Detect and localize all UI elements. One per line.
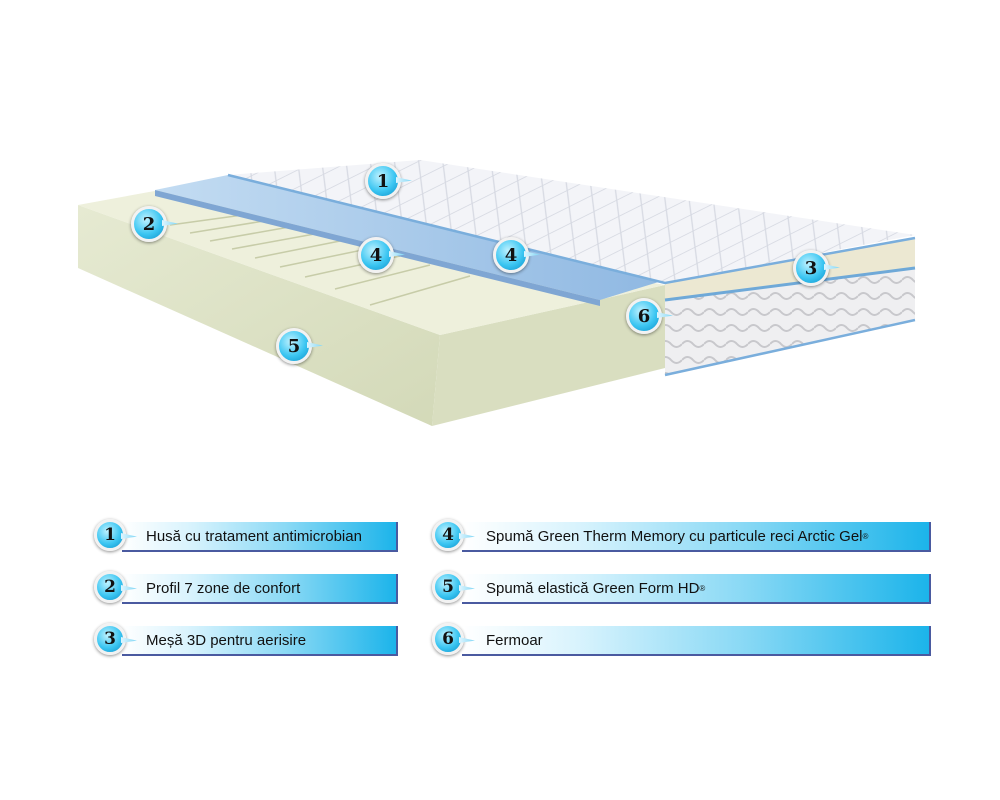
legend-badge-3: 3 [94, 623, 126, 655]
zipper [664, 266, 916, 302]
legend-item-5: Spumă elastică Green Form HD® [462, 574, 931, 604]
legend-badge-2: 2 [94, 571, 126, 603]
registered-mark: ® [862, 531, 869, 541]
gel-layer [155, 175, 665, 300]
marker-5: 5 [276, 328, 312, 364]
legend-badge-5: 5 [432, 571, 464, 603]
legend-badge-6: 6 [432, 623, 464, 655]
legend-label: Spumă Green Therm Memory cu particule re… [486, 527, 863, 545]
foam-side-face [432, 285, 665, 426]
cover-top-quilted [228, 160, 915, 283]
legend-item-4: Spumă Green Therm Memory cu particule re… [462, 522, 931, 552]
marker-4b: 4 [493, 237, 529, 273]
marker-4: 4 [358, 237, 394, 273]
marker-1: 1 [365, 163, 401, 199]
legend-item-1: Husă cu tratament antimicrobian [122, 522, 398, 552]
cover-piping [227, 173, 916, 285]
legend-item-2: Profil 7 zone de confort [122, 574, 398, 604]
legend-label: Meșă 3D pentru aerisire [146, 631, 307, 649]
marker-3: 3 [793, 250, 829, 286]
legend-label: Profil 7 zone de confort [146, 579, 301, 597]
legend-badge-4: 4 [432, 519, 464, 551]
legend-label: Husă cu tratament antimicrobian [146, 527, 362, 545]
legend-label: Spumă elastică Green Form HD [486, 579, 700, 597]
marker-6: 6 [626, 298, 662, 334]
cover-mesh-band [665, 238, 915, 300]
legend-item-6: Fermoar [462, 626, 931, 656]
legend-label: Fermoar [486, 631, 543, 649]
cover-bottom-piping [664, 318, 916, 377]
foam-front-face [78, 205, 440, 426]
legend-badge-1: 1 [94, 519, 126, 551]
marker-2: 2 [131, 206, 167, 242]
legend-item-3: Meșă 3D pentru aerisire [122, 626, 398, 656]
registered-mark: ® [699, 583, 706, 593]
